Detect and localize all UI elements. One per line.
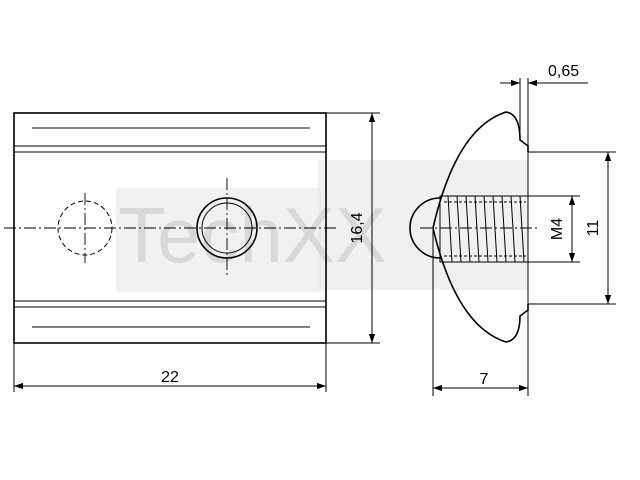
spring-ball bbox=[409, 197, 441, 259]
dimensions: 22 16,4 7 0,65 M4 11 bbox=[13, 63, 616, 396]
watermark: TechXX bbox=[116, 160, 528, 292]
thread-lines bbox=[444, 195, 526, 263]
front-view bbox=[4, 112, 336, 344]
dimension-lip: 0,65 bbox=[548, 63, 579, 80]
dimension-thread: M4 bbox=[549, 218, 566, 240]
dimension-flange: 11 bbox=[585, 220, 602, 237]
dimension-length: 22 bbox=[161, 369, 179, 386]
watermark-text: TechXX bbox=[118, 191, 387, 279]
dimension-height: 7 bbox=[480, 371, 489, 388]
dimension-width: 16,4 bbox=[349, 212, 366, 243]
